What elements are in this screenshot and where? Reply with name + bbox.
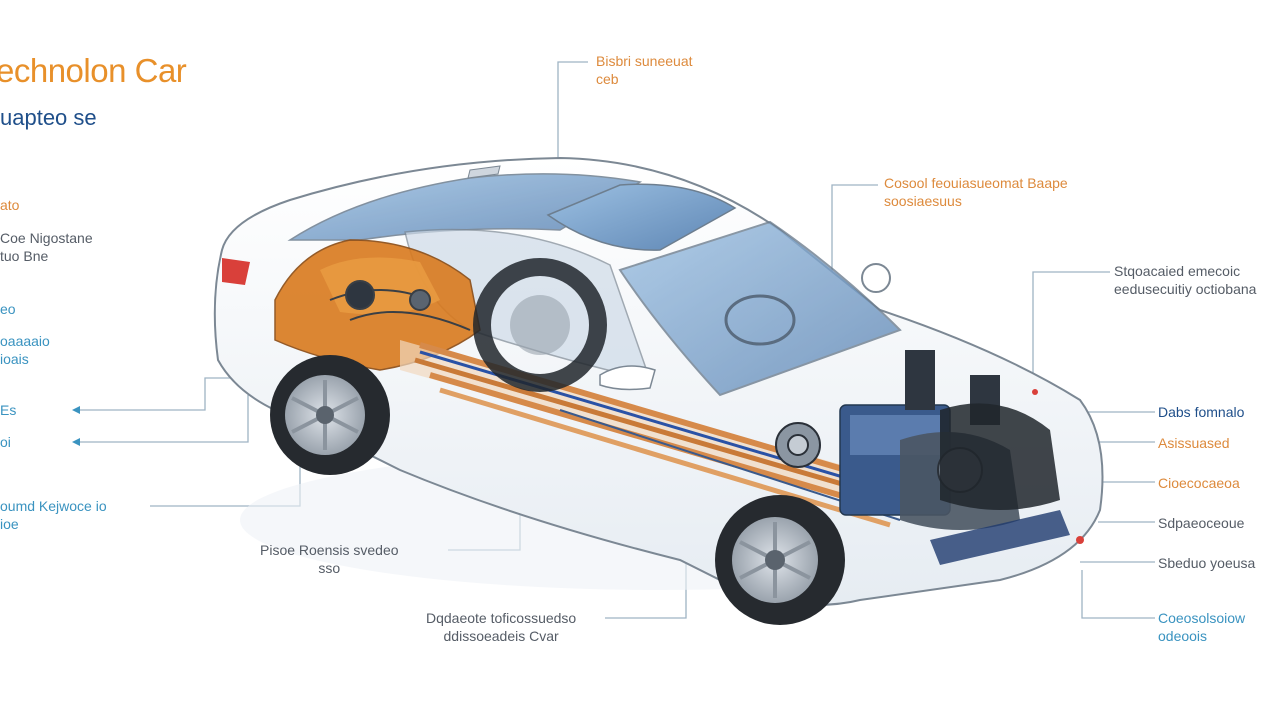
label-left-6: oi — [0, 434, 11, 450]
sunroof — [546, 183, 737, 251]
label-left-3: eo — [0, 301, 16, 317]
page-subtitle: uapteo se — [0, 105, 97, 130]
label-left-7: oumd Kejwoce io ioe — [0, 498, 107, 532]
label-top-center: Bisbri suneeuat ceb — [596, 53, 693, 87]
page-title: echnolon Car — [0, 52, 187, 89]
label-left-1: ato — [0, 197, 20, 213]
label-right-3: Cioecocaeoa — [1158, 475, 1240, 491]
wheel-icon — [270, 355, 390, 475]
label-right-6: Coeosolsoiow odeoois — [1158, 610, 1246, 644]
label-right-5: Sbeduo yoeusa — [1158, 555, 1256, 571]
label-right-1: Dabs fomnalo — [1158, 404, 1245, 420]
wheel-icon — [715, 495, 845, 625]
label-top-right-2: Stqoacaied emecoic eedusecuitiy octioban… — [1114, 263, 1257, 297]
label-left-5: Es — [0, 402, 17, 418]
label-left-4: oaaaaio ioais — [0, 333, 50, 367]
label-top-right-1: Cosool feouiasueomat Baape soosiaesuus — [884, 175, 1068, 209]
label-bottom-center-2: Dqdaeote toficossuedso ddissoeadeis Cvar — [426, 610, 577, 644]
label-right-4: Sdpaeoceoue — [1158, 515, 1245, 531]
windshield — [618, 220, 902, 397]
label-right-2: Asissuased — [1158, 435, 1230, 451]
label-left-2: Coe Nigostane tuo Bne — [0, 230, 93, 264]
label-bottom-center-1: Pisoe Roensis svedeo sso — [260, 542, 399, 576]
